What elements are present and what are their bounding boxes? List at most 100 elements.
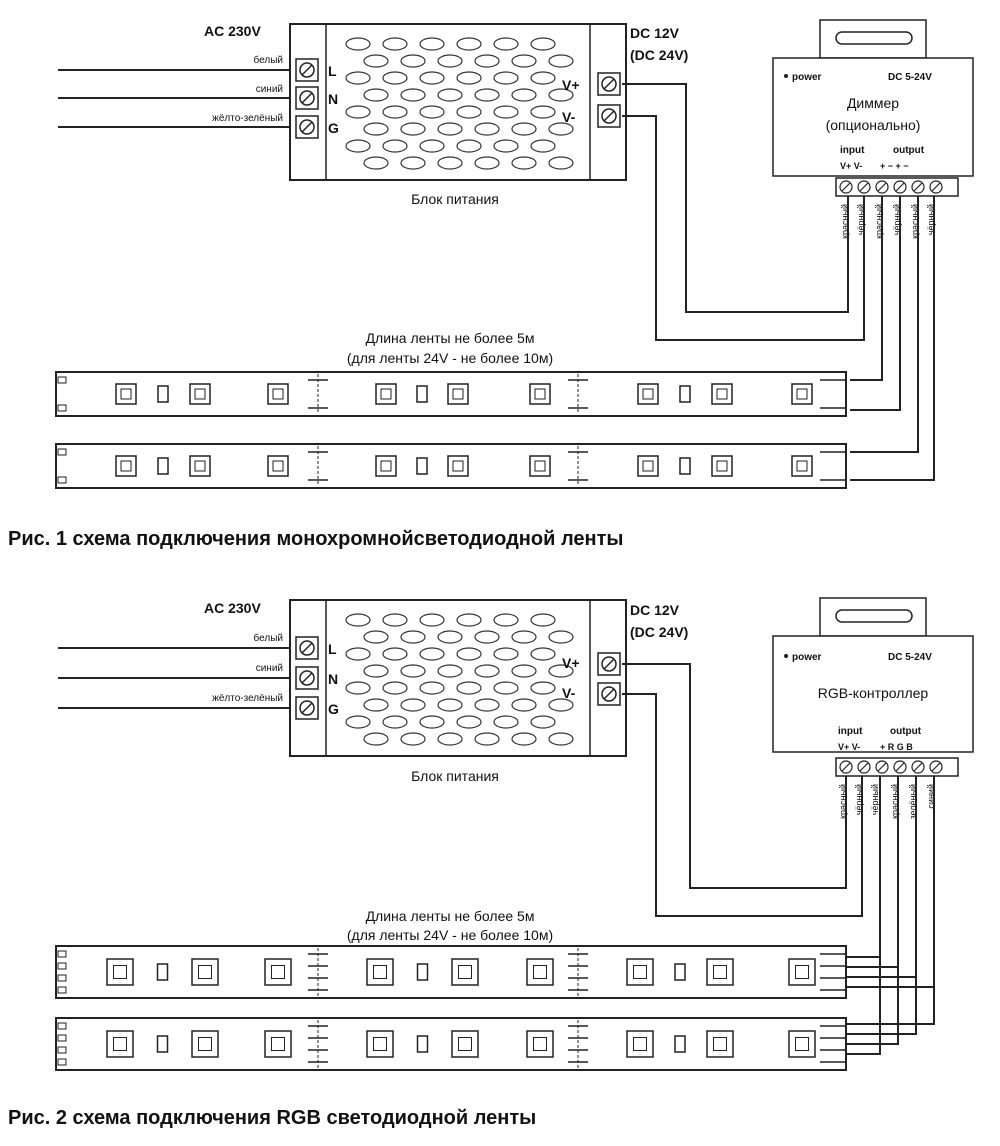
input-terminals [295, 636, 319, 720]
vent-hole [474, 122, 500, 136]
vent-hole [493, 613, 519, 627]
dimmer-power-label: power [792, 72, 822, 83]
controller-output-pins: + R G B [880, 742, 913, 752]
led-strip-1 [55, 371, 847, 417]
end-pad [57, 448, 67, 456]
rgb-controller: power DC 5-24V RGB-контроллер input outp… [772, 597, 974, 777]
resistor [157, 385, 169, 403]
vent-hole [382, 105, 408, 119]
vent-hole [511, 122, 537, 136]
led-chip [706, 1030, 734, 1058]
vent-hole [530, 37, 556, 51]
vent-hole [511, 156, 537, 170]
wire-color-label: чёрный [854, 784, 864, 815]
resistor [679, 385, 691, 403]
led-chip-core [642, 460, 654, 472]
vent-hole [456, 681, 482, 695]
vent-hole [419, 37, 445, 51]
figure-2: белый синий жёлто-зелёный L N G V+ V- AC… [8, 597, 974, 1129]
vent-hole [456, 647, 482, 661]
led-chip-core [716, 460, 728, 472]
screw-slot [301, 64, 313, 76]
vent-hole [530, 715, 556, 729]
output-wire [840, 776, 917, 1035]
vent-hole [493, 139, 519, 153]
resistor [679, 457, 691, 475]
end-pad [57, 1022, 67, 1030]
dimmer-input-label: input [840, 145, 865, 156]
dimmer-name: Диммер [847, 95, 899, 111]
psu-label: Блок питания [411, 191, 499, 207]
strip-length-note: Длина ленты не более 5м [366, 908, 535, 924]
resistor [416, 385, 428, 403]
psu-vminus-wire [622, 693, 863, 917]
led-chip [106, 1030, 134, 1058]
ac-label: AC 230V [204, 600, 261, 616]
vent-hole [548, 88, 574, 102]
led-chip-core [113, 1037, 127, 1051]
vent-hole [511, 630, 537, 644]
vent-hole [511, 732, 537, 746]
ac-label: AC 230V [204, 23, 261, 39]
led-chip-core [272, 388, 284, 400]
vent-hole [548, 54, 574, 68]
vent-hole [548, 156, 574, 170]
vent-hole [363, 664, 389, 678]
resistor [674, 1035, 686, 1053]
led-chip-core [272, 460, 284, 472]
rgb-led-strip-1 [55, 945, 847, 999]
end-pad [57, 476, 67, 484]
psu-vminus-wire [622, 115, 865, 341]
vent-hole [345, 647, 371, 661]
vent-hole [437, 698, 463, 712]
vent-hole [548, 122, 574, 136]
output-wire [850, 196, 883, 381]
resistor [416, 457, 428, 475]
vent-hole [456, 71, 482, 85]
wire-color-label: чёрный [870, 784, 880, 815]
vent-hole [400, 698, 426, 712]
led-chip-core [795, 965, 809, 979]
vent-hole [456, 613, 482, 627]
input-terminals [295, 58, 319, 139]
controller-terminals [835, 757, 959, 777]
vent-hole [456, 715, 482, 729]
screw-slot [301, 121, 313, 133]
resistor [674, 963, 686, 981]
led-chip-core [795, 1037, 809, 1051]
vent-hole [382, 139, 408, 153]
wire-color-label: красный [890, 784, 900, 819]
resistor [416, 963, 429, 981]
vent-hole [456, 105, 482, 119]
terminal-slot [913, 182, 923, 192]
output-wire [850, 196, 935, 481]
end-pad [57, 986, 67, 994]
strip-length-note: Длина ленты не более 5м [366, 330, 535, 346]
dimmer-range: DC 5-24V [888, 72, 932, 83]
resistor [157, 457, 169, 475]
led-chip-core [533, 1037, 547, 1051]
screw-slot [301, 672, 313, 684]
resistor [156, 963, 169, 981]
led-chip-core [633, 965, 647, 979]
terminal-slot [877, 762, 887, 772]
power-supply: L N G V+ V- [289, 23, 627, 181]
terminal-slot [913, 762, 923, 772]
controller-power-label: power [792, 652, 822, 663]
output-terminals [597, 72, 621, 128]
vent-hole [474, 156, 500, 170]
vent-hole [419, 647, 445, 661]
vent-hole [382, 647, 408, 661]
vent-hole [493, 37, 519, 51]
controller-range: DC 5-24V [888, 652, 932, 663]
dimmer-optional: (опционально) [826, 117, 921, 133]
dimmer-input-pins: V+ V- [840, 161, 862, 171]
vent-hole [511, 664, 537, 678]
terminal-slot [877, 182, 887, 192]
vent-hole [511, 698, 537, 712]
terminal-N: N [328, 671, 338, 687]
controller-input-pins: V+ V- [838, 742, 860, 752]
vent-hole [530, 681, 556, 695]
led-chip-core [380, 388, 392, 400]
vent-hole [548, 698, 574, 712]
